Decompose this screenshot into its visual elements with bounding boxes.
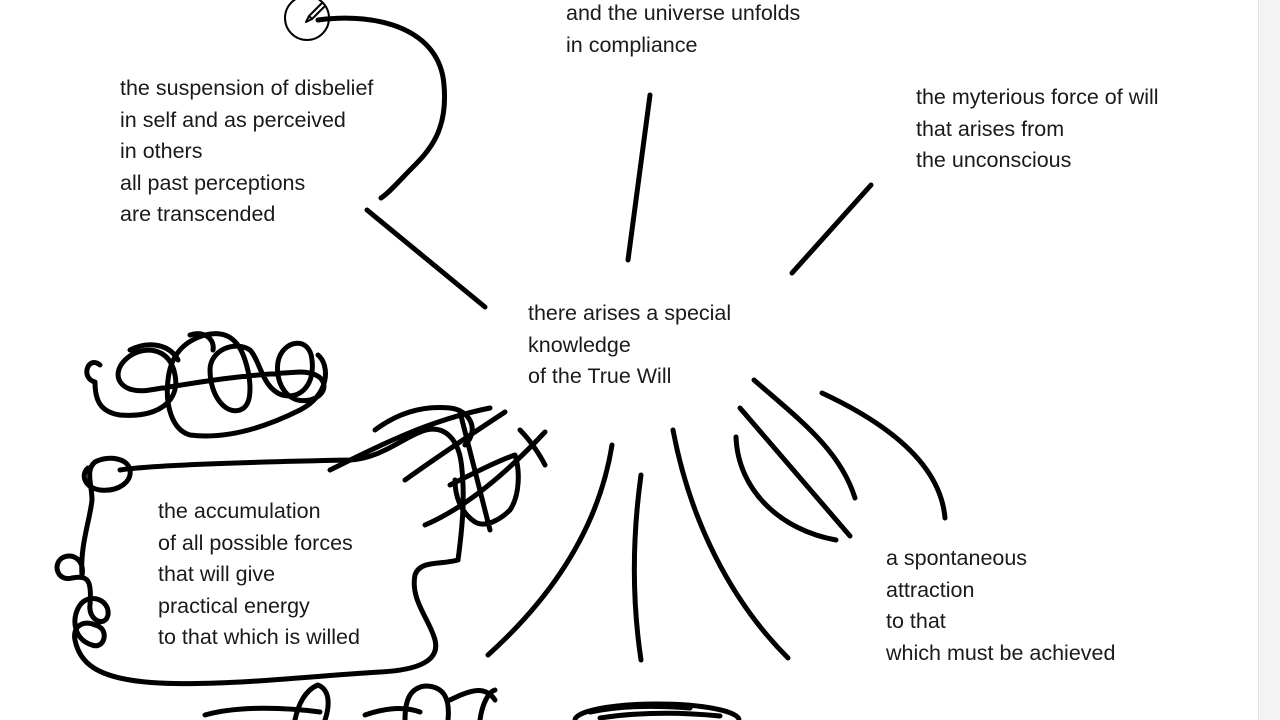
note-disbelief-line-4: all past perceptions bbox=[120, 170, 306, 195]
note-center-line-3: of the True Will bbox=[528, 364, 672, 388]
note-disbelief-line-3: in others bbox=[120, 139, 203, 163]
scribble-bottom-left bbox=[202, 682, 498, 720]
ray-lower-2 bbox=[670, 427, 791, 661]
ray-attraction-2 bbox=[737, 405, 853, 539]
note-disbelief-line-1: the suspension of disbelief bbox=[120, 76, 374, 100]
stroke-cursor-curve bbox=[315, 15, 448, 201]
ray-disbelief bbox=[364, 207, 488, 310]
note-accumulation-line-2: of all possible forces bbox=[158, 530, 353, 555]
ray-attraction-1 bbox=[733, 434, 839, 543]
note-attraction-line-2: attraction bbox=[886, 577, 975, 602]
note-attraction-line-3: to that bbox=[886, 609, 946, 633]
note-disbelief-line-2: in self and as perceived bbox=[120, 107, 346, 132]
note-will-force: the myterious force of will that arises … bbox=[916, 82, 1159, 177]
note-universe-line-2: in compliance bbox=[566, 32, 698, 57]
note-accumulation-line-4: practical energy bbox=[158, 593, 310, 618]
note-center: there arises a special knowledge of the … bbox=[528, 298, 731, 393]
scribble-bottom-oval bbox=[572, 701, 742, 720]
note-disbelief-line-5: are transcended bbox=[120, 202, 276, 226]
note-accumulation: the accumulation of all possible forces … bbox=[158, 496, 360, 654]
note-will-force-line-2: that arises from bbox=[916, 116, 1065, 141]
note-attraction-line-1: a spontaneous bbox=[886, 546, 1028, 570]
ray-attraction-4 bbox=[819, 390, 948, 521]
note-will-force-line-3: the unconscious bbox=[916, 148, 1072, 172]
scribble-cluster-top-b bbox=[127, 331, 216, 363]
scribble-bottom-oval-b bbox=[587, 703, 723, 720]
scribble-accumulation-border bbox=[54, 426, 466, 687]
vertical-scrollbar[interactable] bbox=[1258, 0, 1280, 720]
ray-lower-left-1 bbox=[485, 442, 615, 658]
note-accumulation-line-1: the accumulation bbox=[158, 499, 321, 523]
note-universe-line-1: and the universe unfolds bbox=[566, 1, 801, 25]
note-accumulation-line-3: that will give bbox=[158, 562, 276, 586]
note-center-line-2: knowledge bbox=[528, 332, 631, 357]
ray-lower-center bbox=[631, 472, 644, 663]
ray-universe bbox=[625, 92, 653, 263]
note-center-line-1: there arises a special bbox=[528, 301, 732, 325]
scribble-crosshatch bbox=[327, 404, 548, 533]
note-universe: and the universe unfolds in compliance bbox=[566, 0, 800, 61]
note-disbelief: the suspension of disbelief in self and … bbox=[120, 73, 373, 231]
note-will-force-line-1: the myterious force of will bbox=[916, 85, 1159, 109]
ray-will-force bbox=[789, 182, 874, 276]
ray-attraction-3 bbox=[751, 377, 858, 501]
note-attraction: a spontaneous attraction to that which m… bbox=[886, 543, 1115, 669]
scribble-cluster-top bbox=[84, 331, 328, 439]
note-attraction-line-4: which must be achieved bbox=[886, 640, 1116, 665]
note-accumulation-line-5: to that which is willed bbox=[158, 625, 360, 649]
